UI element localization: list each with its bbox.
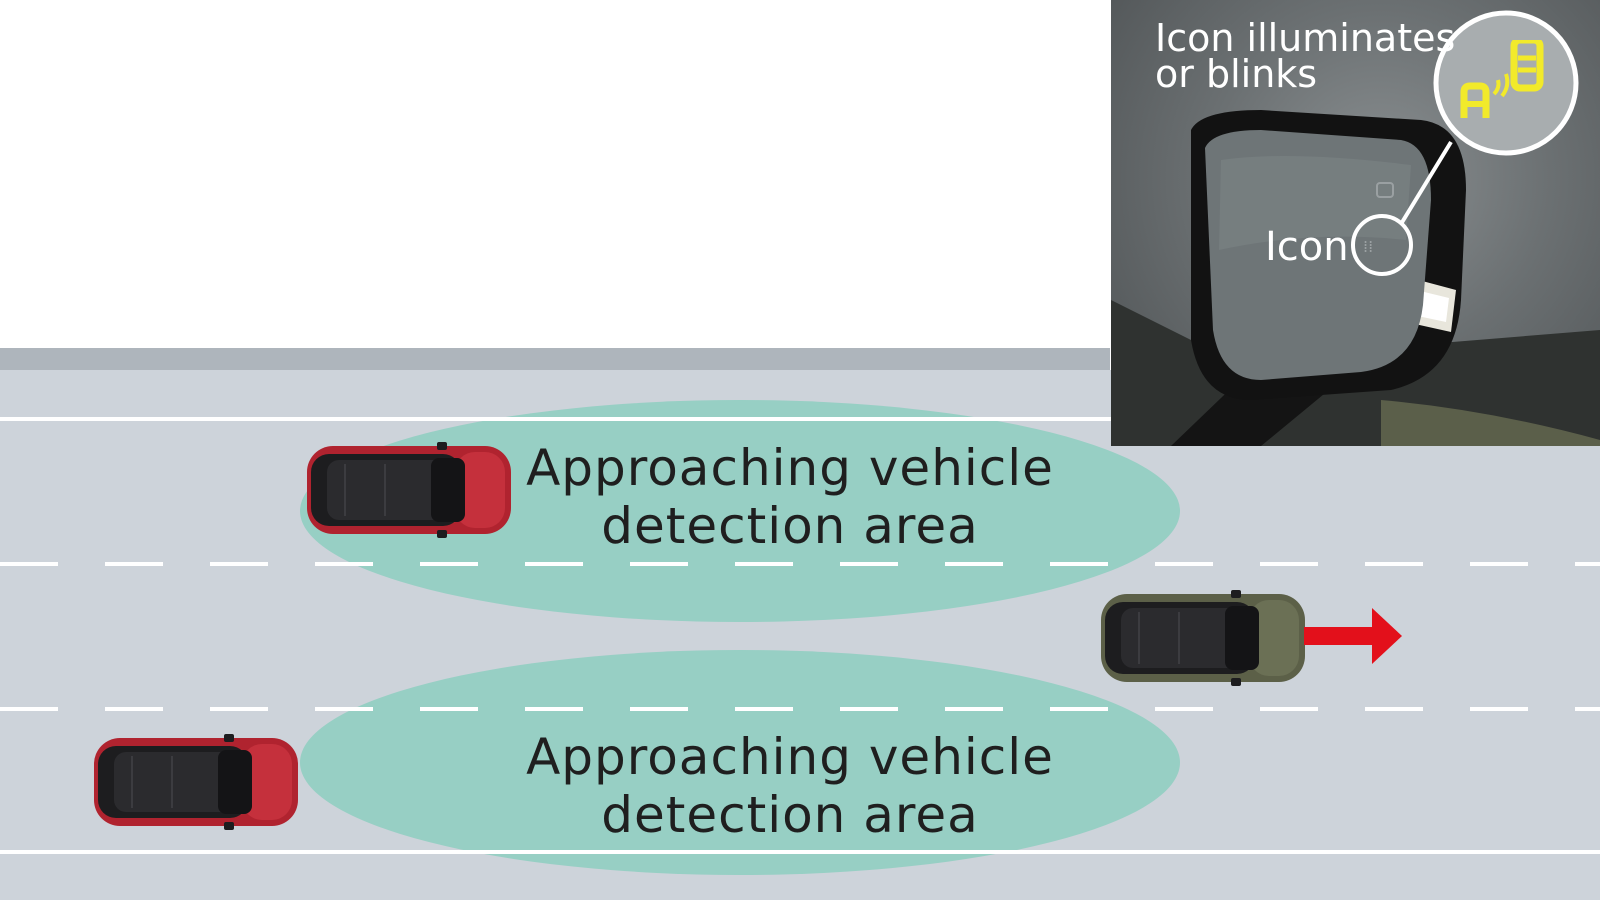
rear-cross-traffic-indicator-icon [1460, 40, 1544, 118]
svg-text:⁞⁞: ⁞⁞ [1363, 237, 1373, 256]
approaching-car-icon [307, 442, 511, 538]
direction-arrow-icon [1304, 608, 1402, 664]
lower-detection-area [300, 650, 1180, 875]
lower-label-line1: Approaching vehicle [526, 728, 1054, 786]
approaching-car-icon [94, 734, 298, 830]
lane-line-bottom [0, 850, 1600, 854]
own-vehicle-icon [1101, 590, 1305, 686]
lane-line-center-1 [0, 562, 1600, 566]
inset-caption-line2: or blinks [1155, 52, 1318, 96]
road-shoulder [0, 348, 1110, 370]
upper-detection-area-label: Approaching vehicle detection area [440, 439, 1140, 555]
lower-label-line2: detection area [601, 786, 979, 844]
inset-caption: Icon illuminates or blinks [1155, 16, 1456, 96]
icon-label: Icon [1265, 224, 1349, 270]
upper-label-line2: detection area [601, 497, 979, 555]
lane-line-center-2 [0, 707, 1600, 711]
upper-label-line1: Approaching vehicle [526, 439, 1054, 497]
lower-detection-area-label: Approaching vehicle detection area [440, 728, 1140, 844]
side-mirror-inset: ⁞⁞ Icon illuminates or blinks Icon [1111, 0, 1600, 446]
side-mirror-icon: ⁞⁞ [1111, 10, 1600, 446]
inset-caption-line1: Icon illuminates [1155, 16, 1456, 60]
lane-line-top [0, 417, 1600, 421]
